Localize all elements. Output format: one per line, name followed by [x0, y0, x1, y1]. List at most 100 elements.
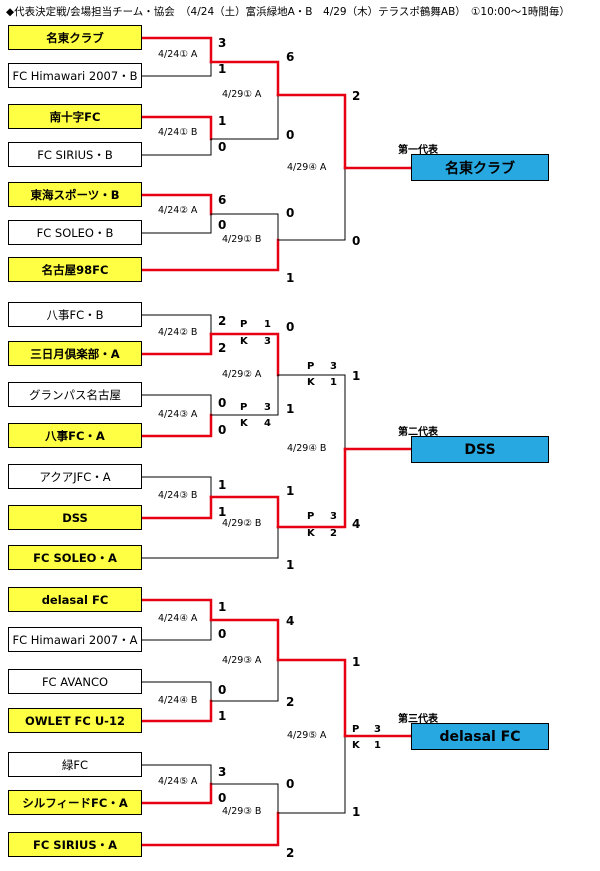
team-box: FC SIRIUS・B [8, 142, 142, 167]
score: 0 [218, 423, 227, 437]
winner-box: 名東クラブ [411, 154, 549, 181]
pk-mark: P [307, 511, 315, 522]
match-label: 4/29④ B [287, 443, 327, 454]
team-box: FC AVANCO [8, 669, 142, 694]
team-box: 八事FC・B [8, 302, 142, 327]
team-box: 名古屋98FC [8, 257, 142, 282]
team-box: FC Himawari 2007・A [8, 627, 142, 652]
score: 2 [352, 89, 361, 103]
pk-mark: K [240, 336, 248, 347]
team-box: 三日月倶楽部・A [8, 341, 142, 366]
representative-label: 第二代表 [398, 427, 438, 438]
team-box: FC Himawari 2007・B [8, 63, 142, 88]
pk-mark: K [307, 377, 315, 388]
score: 3 [218, 765, 227, 779]
match-label: 4/24② A [158, 205, 198, 216]
match-label: 4/24① A [158, 49, 198, 60]
score: 0 [218, 396, 227, 410]
score: 1 [218, 478, 227, 492]
team-box: FC SIRIUS・A [8, 832, 142, 857]
pk-mark: K [352, 740, 360, 751]
pk-mark: P [240, 319, 248, 330]
pk-score: 1 [330, 377, 337, 388]
team-box: シルフィードFC・A [8, 790, 142, 815]
match-label: 4/24③ B [158, 490, 198, 501]
team-box: 八事FC・A [8, 423, 142, 448]
pk-mark: P [352, 724, 360, 735]
score: 1 [352, 369, 361, 383]
match-label: 4/24② B [158, 327, 198, 338]
score: 0 [286, 128, 295, 142]
pk-score: 2 [330, 528, 337, 539]
match-label: 4/24④ B [158, 695, 198, 706]
representative-label: 第一代表 [398, 145, 438, 156]
score: 1 [286, 484, 295, 498]
match-label: 4/29④ A [287, 162, 327, 173]
team-box: 名東クラブ [8, 25, 142, 50]
score: 1 [218, 505, 227, 519]
representative-label: 第三代表 [398, 714, 438, 725]
match-label: 4/24① B [158, 127, 198, 138]
score: 1 [218, 114, 227, 128]
page-header: ◆代表決定戦/会場担当チーム・協会 （4/24（土）富浜緑地A・B 4/29（木… [6, 6, 570, 18]
score: 6 [218, 193, 227, 207]
pk-score: 1 [374, 740, 381, 751]
match-label: 4/29① A [222, 89, 262, 100]
score: 6 [286, 50, 295, 64]
score: 1 [286, 402, 295, 416]
team-box: FC SOLEO・B [8, 220, 142, 245]
match-label: 4/24④ A [158, 613, 198, 624]
score: 0 [352, 234, 361, 248]
pk-score: 3 [330, 511, 337, 522]
pk-mark: P [240, 402, 248, 413]
team-box: グランパス名古屋 [8, 382, 142, 407]
score: 0 [286, 206, 295, 220]
match-label: 4/29③ B [222, 806, 262, 817]
score: 0 [286, 777, 295, 791]
score: 4 [352, 517, 361, 531]
pk-score: 1 [264, 319, 271, 330]
match-label: 4/29② B [222, 518, 262, 529]
match-label: 4/29② A [222, 369, 262, 380]
score: 0 [286, 320, 295, 334]
score: 1 [352, 655, 361, 669]
winner-box: delasal FC [411, 723, 549, 750]
score: 0 [218, 140, 227, 154]
pk-mark: P [307, 361, 315, 372]
team-box: アクアJFC・A [8, 464, 142, 489]
score: 2 [218, 314, 227, 328]
match-label: 4/24③ A [158, 409, 198, 420]
team-box: FC SOLEO・A [8, 545, 142, 570]
match-label: 4/29⑤ A [287, 730, 327, 741]
match-label: 4/29③ A [222, 655, 262, 666]
score: 0 [218, 683, 227, 697]
pk-score: 4 [264, 418, 271, 429]
pk-mark: K [240, 418, 248, 429]
team-box: 緑FC [8, 752, 142, 777]
pk-mark: K [307, 528, 315, 539]
score: 1 [218, 709, 227, 723]
match-label: 4/24⑤ A [158, 776, 198, 787]
team-box: DSS [8, 505, 142, 530]
score: 0 [218, 627, 227, 641]
team-box: delasal FC [8, 587, 142, 612]
score: 1 [218, 62, 227, 76]
winner-box: DSS [411, 436, 549, 463]
score: 2 [218, 341, 227, 355]
score: 1 [286, 271, 295, 285]
score: 0 [218, 791, 227, 805]
score: 4 [286, 614, 295, 628]
score: 3 [218, 36, 227, 50]
score: 1 [218, 600, 227, 614]
score: 1 [286, 558, 295, 572]
team-box: 南十字FC [8, 104, 142, 129]
match-label: 4/29① B [222, 234, 262, 245]
team-box: OWLET FC U-12 [8, 708, 142, 733]
pk-score: 3 [264, 336, 271, 347]
score: 2 [286, 695, 295, 709]
pk-score: 3 [330, 361, 337, 372]
score: 1 [352, 805, 361, 819]
score: 2 [286, 846, 295, 860]
team-box: 東海スポーツ・B [8, 182, 142, 207]
